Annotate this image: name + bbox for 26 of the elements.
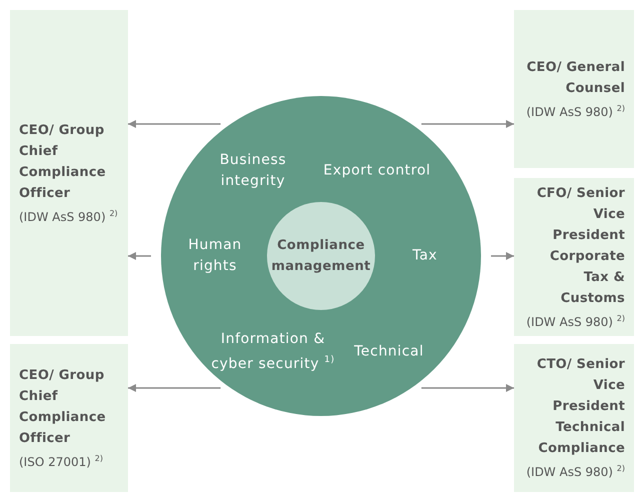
role-title: CEO/ General Counsel xyxy=(526,58,625,98)
role-title: CFO/ Senior Vice President Corporate Tax & Customs xyxy=(536,184,625,308)
topic-circle xyxy=(161,96,481,416)
arrow xyxy=(421,120,514,128)
standard-reference: (ISO 27001) $^{2)}$ xyxy=(19,452,103,470)
arrow xyxy=(128,120,221,128)
standard-reference: (IDW AsS 980) $^{2)}$ xyxy=(526,312,625,330)
responsibility-panel xyxy=(514,344,634,492)
responsibility-panel xyxy=(514,178,634,336)
arrow xyxy=(128,384,221,392)
responsibility-panel xyxy=(10,344,128,492)
arrow xyxy=(491,252,514,260)
responsibility-panel xyxy=(514,10,634,168)
standard-reference: (IDW AsS 980) $^{2)}$ xyxy=(526,463,625,481)
topic-label: Business integrity xyxy=(198,150,308,192)
topic-label: Export control xyxy=(322,160,432,182)
arrow xyxy=(128,252,151,260)
role-title: CTO/ Senior Vice President Technical Compliance xyxy=(536,356,625,458)
role-title: CEO/ Group Chief Compliance Officer xyxy=(19,366,107,448)
topic-label: Human rights xyxy=(170,235,260,277)
role-title: CEO/ Group Chief Compliance Officer xyxy=(19,122,107,202)
standard-reference: (IDW AsS 980) $^{2)}$ xyxy=(19,208,118,226)
topic-label: Tax xyxy=(395,246,455,266)
arrow xyxy=(421,384,514,392)
standard-reference: (IDW AsS 980) $^{2)}$ xyxy=(526,102,625,120)
responsibility-panel xyxy=(10,10,128,336)
